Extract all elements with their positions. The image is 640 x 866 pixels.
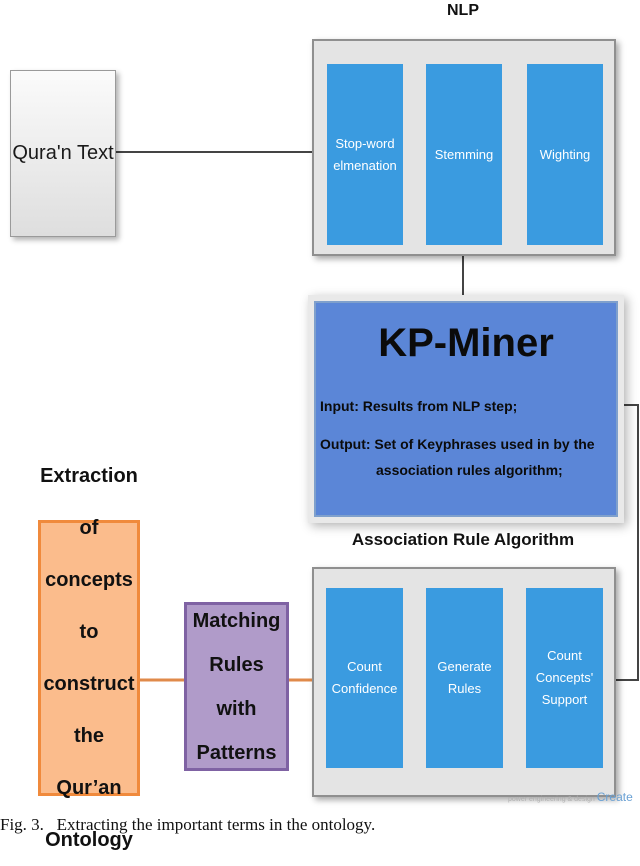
association-step-support: Count Concepts' Support [526,588,603,768]
association-step-generate: Generate Rules [426,588,503,768]
kp-miner-box: KP-Miner Input: Results from NLP step; O… [314,301,618,517]
nlp-step-stemming: Stemming [426,64,502,245]
kp-miner-output-cont: association rules algorithm; [376,462,563,478]
watermark-brand: Create [596,790,633,804]
association-title: Association Rule Algorithm [351,530,575,549]
nlp-step-stopword: Stop-word elmenation [327,64,403,245]
watermark-tagline: power engineering & design [508,796,595,803]
figure-caption: Fig. 3. Extracting the important terms i… [0,815,376,834]
kp-miner-title: KP-Miner [378,321,554,365]
connectors [115,151,639,682]
association-step-confidence: Count Confidence [326,588,403,768]
watermark: power engineering & design Create [508,790,633,804]
extraction-box: Extraction of concepts to construct the … [38,465,140,851]
kp-miner-output: Output: Set of Keyphrases used in by the [320,436,595,452]
kp-miner-input: Input: Results from NLP step; [320,398,518,414]
quran-text-box: Qura'n Text [10,70,116,237]
nlp-title: NLP [447,2,479,19]
nlp-step-weighting: Wighting [527,64,603,245]
matching-box: Matching Rules with Patterns [184,602,289,771]
connector-kpminer-association [612,404,639,681]
